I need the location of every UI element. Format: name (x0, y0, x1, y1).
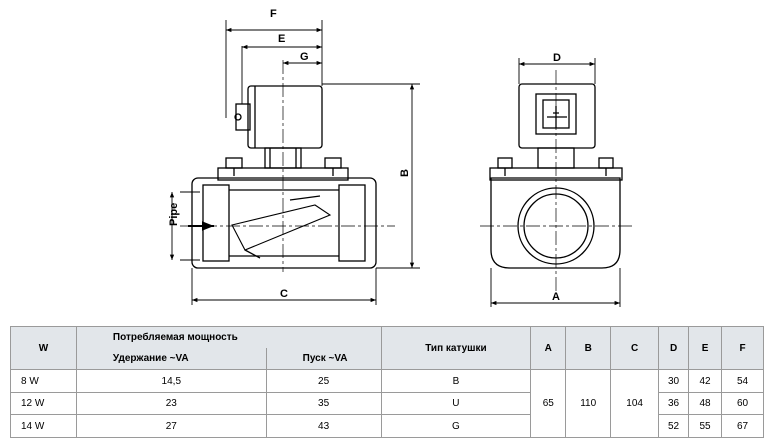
cell-w: 14 W (10, 414, 77, 438)
table-header-row-1: W Потребляемая мощность Тип катушки A B … (10, 325, 764, 371)
header-a: A (530, 325, 567, 371)
header-w: W (10, 325, 77, 370)
front-coil (518, 83, 596, 149)
table-row: 14 W 27 43 G 52 55 67 (10, 414, 764, 438)
side-view-dimensions (169, 20, 420, 305)
cell-start: 25 (265, 369, 382, 393)
cell-w: 8 W (10, 369, 77, 393)
dim-label-c: C (280, 288, 288, 300)
coil-housing (247, 85, 323, 149)
cell-e: 48 (688, 391, 722, 416)
valve-body (191, 177, 377, 269)
front-view (480, 70, 632, 292)
header-e: E (688, 325, 722, 371)
pipe-label: Pipe (168, 203, 180, 226)
cell-hold: 27 (75, 414, 267, 438)
header-start: Пуск ~VA (265, 348, 382, 371)
dim-label-a: A (552, 291, 560, 303)
cell-b: 110 (565, 369, 612, 438)
spec-table: W Потребляемая мощность Тип катушки A B … (10, 325, 764, 438)
cell-start: 43 (265, 414, 382, 438)
dim-label-f: F (270, 8, 277, 20)
cell-f: 67 (721, 414, 764, 438)
table-row: 12 W 23 35 U 36 48 60 (10, 391, 764, 416)
header-c: C (610, 325, 660, 371)
cell-coil: U (380, 391, 532, 416)
cell-f: 54 (721, 369, 764, 393)
header-power: Потребляемая мощность (75, 326, 382, 349)
cell-e: 55 (688, 414, 722, 438)
header-f: F (721, 325, 764, 371)
cell-d: 36 (658, 391, 690, 416)
cell-coil: B (380, 369, 532, 393)
dim-label-e: E (278, 33, 285, 45)
dim-label-d: D (553, 52, 561, 64)
cell-start: 35 (265, 391, 382, 416)
header-d: D (658, 325, 690, 371)
table-row: 8 W 14,5 25 B 65 110 104 30 42 54 (10, 369, 764, 438)
side-view (180, 60, 395, 272)
header-hold: Удержание ~VA (75, 348, 267, 371)
cell-d: 30 (658, 369, 690, 393)
cell-c: 104 (610, 369, 660, 438)
technical-drawing: F E G B C Pipe D A (168, 8, 632, 307)
dim-label-g: G (300, 51, 309, 63)
cell-e: 42 (688, 369, 722, 393)
cell-d: 52 (658, 414, 690, 438)
cell-a: 65 (530, 369, 567, 438)
table-header-row-2: Удержание ~VA Пуск ~VA (11, 348, 764, 371)
front-view-dimensions (490, 58, 621, 307)
header-b: B (565, 325, 612, 371)
front-body-outline (490, 177, 621, 269)
connector-plug (235, 103, 251, 131)
dim-label-b: B (399, 169, 411, 177)
cell-f: 60 (721, 391, 764, 416)
cell-w: 12 W (10, 391, 77, 416)
header-coil: Тип катушки (380, 325, 532, 371)
cell-hold: 23 (75, 391, 267, 416)
cell-hold: 14,5 (75, 369, 267, 393)
cell-coil: G (380, 414, 532, 438)
